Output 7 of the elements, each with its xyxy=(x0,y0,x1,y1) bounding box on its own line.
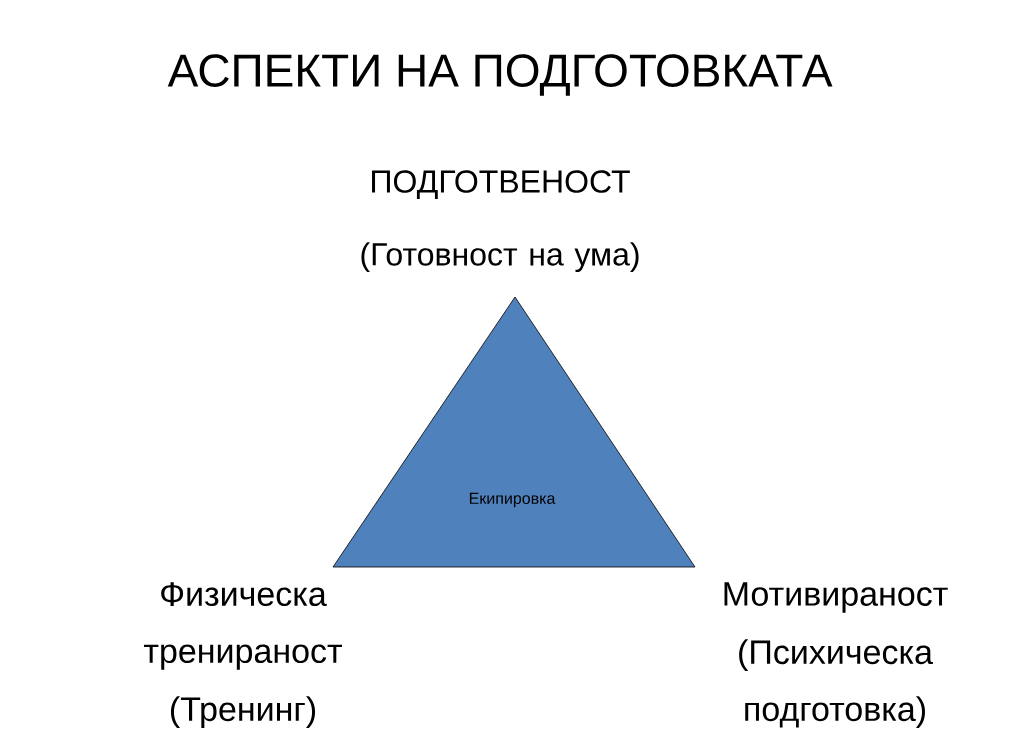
text-label: (Тренинг) xyxy=(170,696,316,728)
text-label: ПОДГОТВЕНОСТ xyxy=(372,170,630,199)
text-label: (Психическа подготовка) xyxy=(739,639,933,728)
text-label: Физическа тренираност xyxy=(143,582,342,670)
text-label: Мотивираност xyxy=(724,582,948,613)
title: АСПЕКТИ НА ПОДГОТОВКАТА xyxy=(167,54,833,96)
triangle: Екипировка xyxy=(332,296,696,568)
